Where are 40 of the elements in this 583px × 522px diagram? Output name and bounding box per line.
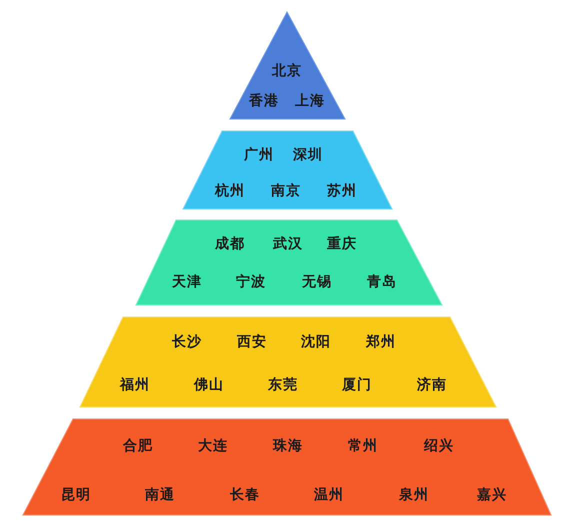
pyramid-apex [230,12,345,119]
city-name: 大连 [198,439,228,453]
city-name: 长沙 [172,335,202,349]
city-name: 合肥 [123,439,153,453]
city-name: 嘉兴 [477,488,507,502]
pyramid-tier [136,220,442,305]
city-name: 珠海 [273,439,303,453]
city-name: 常州 [348,439,378,453]
city-name: 无锡 [302,275,332,289]
city-name: 青岛 [367,275,397,289]
city-name: 成都 [215,237,245,251]
city-name: 绍兴 [424,439,454,453]
city-name: 沈阳 [301,335,331,349]
city-name: 东莞 [268,378,298,392]
city-name: 郑州 [366,335,396,349]
city-name: 温州 [314,488,344,502]
city-name: 济南 [417,378,447,392]
city-name: 香港 [249,94,279,108]
city-name: 南京 [271,184,301,198]
city-name: 上海 [295,94,325,108]
city-name: 昆明 [61,488,91,502]
city-name: 广州 [244,148,274,162]
pyramid-tier [80,317,496,407]
city-name: 重庆 [327,237,357,251]
city-name: 西安 [237,335,267,349]
city-name: 泉州 [399,488,429,502]
city-name: 杭州 [215,184,245,198]
city-name: 厦门 [342,378,372,392]
city-name: 南通 [145,488,175,502]
pyramid-tier [23,419,551,515]
city-name: 福州 [120,378,150,392]
city-name: 苏州 [327,184,357,198]
city-name: 深圳 [293,148,323,162]
city-name: 天津 [172,275,202,289]
city-name: 宁波 [236,275,266,289]
city-name: 武汉 [273,237,303,251]
pyramid-tier [183,131,392,209]
city-name: 长春 [230,488,260,502]
city-name: 佛山 [194,378,224,392]
city-name: 北京 [272,64,302,78]
